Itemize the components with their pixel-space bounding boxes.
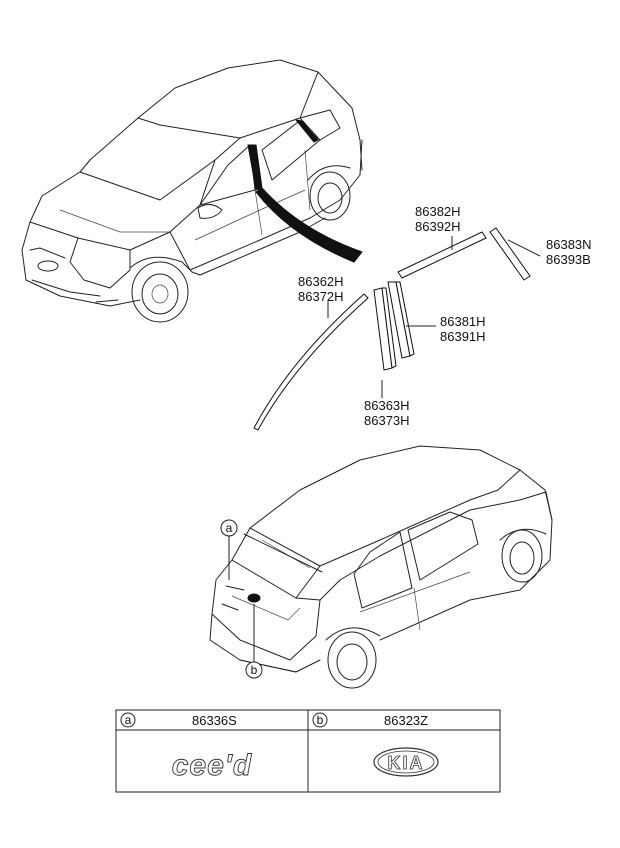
- callout-a: a: [220, 519, 238, 580]
- rear-car-illustration: [209, 445, 553, 689]
- label-86363H: 86363H: [364, 398, 410, 413]
- front-car-illustration: [21, 59, 363, 323]
- label-86382H: 86382H: [415, 204, 461, 219]
- label-86383N: 86383N: [546, 237, 592, 252]
- table-b-part-number: 86323Z: [384, 713, 428, 728]
- callout-b: b: [245, 604, 263, 679]
- ceed-emblem: cee'd: [172, 749, 253, 782]
- label-86391H: 86391H: [440, 329, 486, 344]
- table-a-part-number: 86336S: [192, 713, 237, 728]
- parts-table: a 86336S b 86323Z cee'd KIA: [115, 709, 501, 793]
- table-a-marker: a: [125, 713, 132, 727]
- pillar-strip-parts: [253, 227, 531, 431]
- kia-emblem-oval: [373, 747, 439, 777]
- part-labels: 86382H 86392H 86383N 86393B 86362H 86372…: [298, 204, 592, 428]
- table-b-marker: b: [317, 713, 324, 727]
- label-86393B: 86393B: [546, 252, 591, 267]
- leader-lines: [327, 236, 541, 398]
- kia-emblem-text: KIA: [388, 753, 425, 773]
- label-86392H: 86392H: [415, 219, 461, 234]
- label-86362H: 86362H: [298, 274, 344, 289]
- label-86381H: 86381H: [440, 314, 486, 329]
- svg-text:b: b: [251, 663, 258, 677]
- label-86373H: 86373H: [364, 413, 410, 428]
- svg-text:a: a: [226, 521, 233, 535]
- label-86372H: 86372H: [298, 289, 344, 304]
